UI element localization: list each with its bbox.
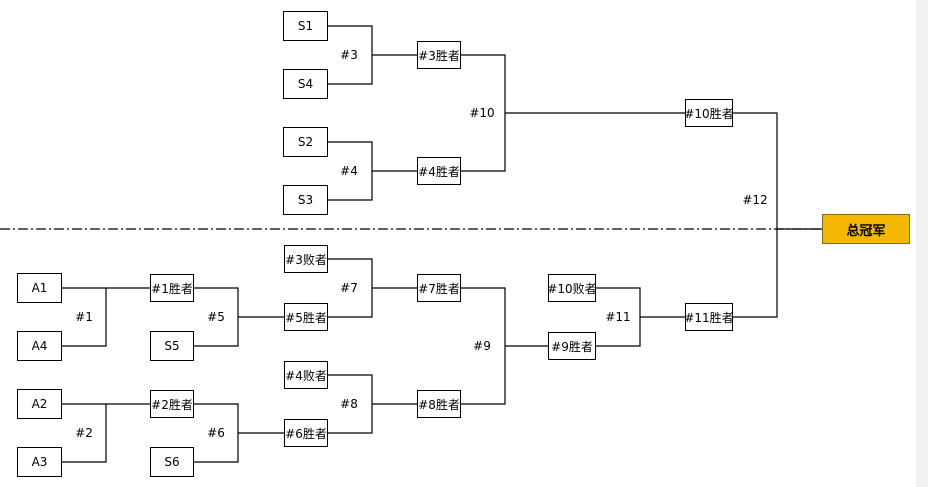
match-label-12: #12 (742, 193, 768, 207)
result-box-w8: #8胜者 (417, 390, 461, 418)
match-label-3: #3 (340, 48, 358, 62)
team-box-s6: S6 (150, 447, 194, 477)
match-label-11: #11 (605, 310, 631, 324)
result-box-w10: #10胜者 (684, 99, 734, 127)
match-label-7: #7 (340, 281, 358, 295)
match-label-9: #9 (473, 339, 491, 353)
result-box-w1: #1胜者 (150, 274, 194, 302)
match-label-1: #1 (75, 310, 93, 324)
champion-box: 总冠军 (822, 214, 910, 244)
team-box-a2: A2 (17, 389, 62, 419)
team-box-s2: S2 (283, 127, 328, 157)
team-box-a4: A4 (17, 331, 62, 361)
team-box-s1: S1 (283, 11, 328, 41)
match-label-8: #8 (340, 397, 358, 411)
result-box-w6: #6胜者 (284, 419, 328, 447)
result-box-l4: #4败者 (284, 361, 328, 389)
team-box-s3: S3 (283, 185, 328, 215)
team-box-a1: A1 (17, 273, 62, 303)
result-box-w2: #2胜者 (150, 390, 194, 418)
team-box-s5: S5 (150, 331, 194, 361)
result-box-l10: #10败者 (547, 274, 597, 302)
match-label-10: #10 (469, 106, 495, 120)
match-label-2: #2 (75, 426, 93, 440)
result-box-w4: #4胜者 (417, 157, 461, 185)
match-label-4: #4 (340, 164, 358, 178)
team-box-a3: A3 (17, 447, 62, 477)
match-label-5: #5 (207, 310, 225, 324)
team-box-s4: S4 (283, 69, 328, 99)
result-box-l3: #3败者 (284, 245, 328, 273)
result-box-w9: #9胜者 (548, 332, 596, 360)
result-box-w7: #7胜者 (417, 274, 461, 302)
result-box-w11: #11胜者 (684, 303, 734, 331)
result-box-w3: #3胜者 (417, 41, 461, 69)
match-label-6: #6 (207, 426, 225, 440)
scrollbar-track[interactable] (916, 0, 928, 487)
result-box-w5: #5胜者 (284, 303, 328, 331)
